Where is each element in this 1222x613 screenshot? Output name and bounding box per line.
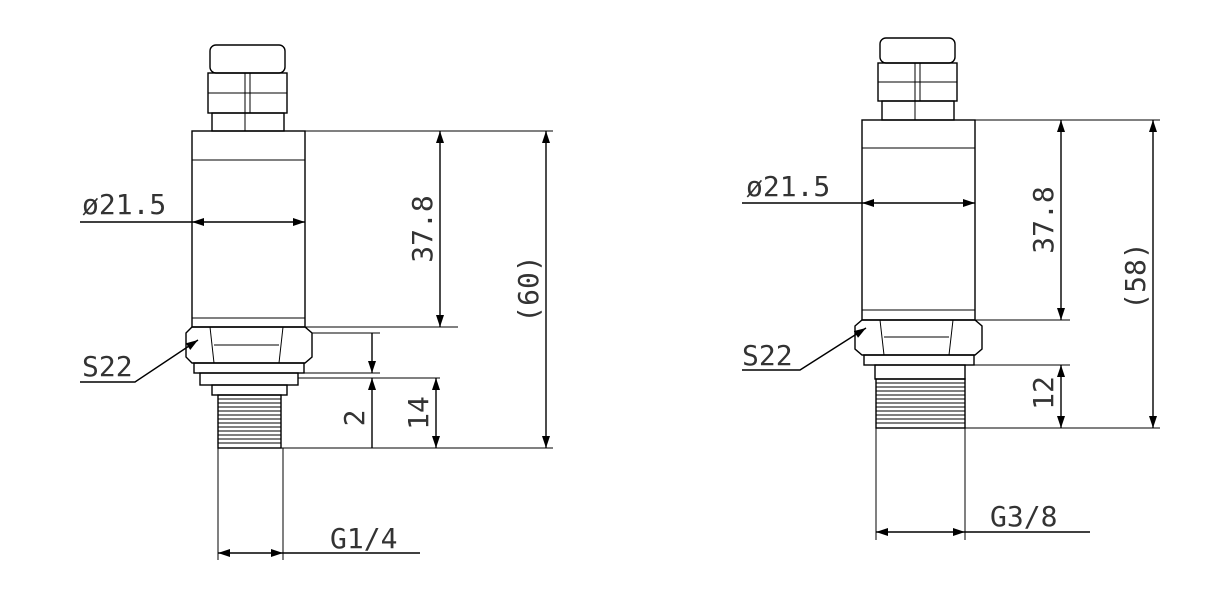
- left-wrench-label: S22: [82, 350, 133, 383]
- right-length-label: 37.8: [1027, 186, 1060, 253]
- right-body: [861, 119, 976, 321]
- left-dim-b-label: 14: [402, 396, 435, 430]
- left-total-label: (60): [512, 255, 545, 322]
- left-thread: [217, 394, 282, 449]
- right-diameter-label: ø21.5: [746, 170, 830, 203]
- left-hex-nut: [185, 326, 313, 396]
- right-sensor: ø21.5 S22 G3/8 37.8 (58) 12: [742, 37, 1160, 540]
- left-cable-gland: [207, 44, 288, 132]
- left-wrench-leader: [80, 339, 199, 383]
- right-thread-label: G3/8: [990, 500, 1057, 533]
- right-hex-nut: [854, 319, 983, 380]
- right-dim-b-label: 12: [1027, 376, 1060, 410]
- left-diameter-label: ø21.5: [82, 188, 166, 221]
- right-wrench-label: S22: [742, 339, 793, 372]
- left-length-label: 37.8: [406, 195, 439, 262]
- left-sensor: ø21.5 S22 G1/4 37.8 (60) 2 14: [80, 44, 553, 560]
- right-thread: [875, 378, 966, 429]
- left-body: [191, 130, 306, 328]
- right-cable-gland: [877, 37, 958, 121]
- right-extension-lines: [875, 119, 1160, 540]
- right-wrench-leader: [742, 327, 867, 371]
- left-thread-label: G1/4: [330, 522, 397, 555]
- left-extension-lines: [217, 130, 553, 560]
- right-total-label: (58): [1119, 242, 1152, 309]
- left-dim-a-label: 2: [338, 410, 371, 427]
